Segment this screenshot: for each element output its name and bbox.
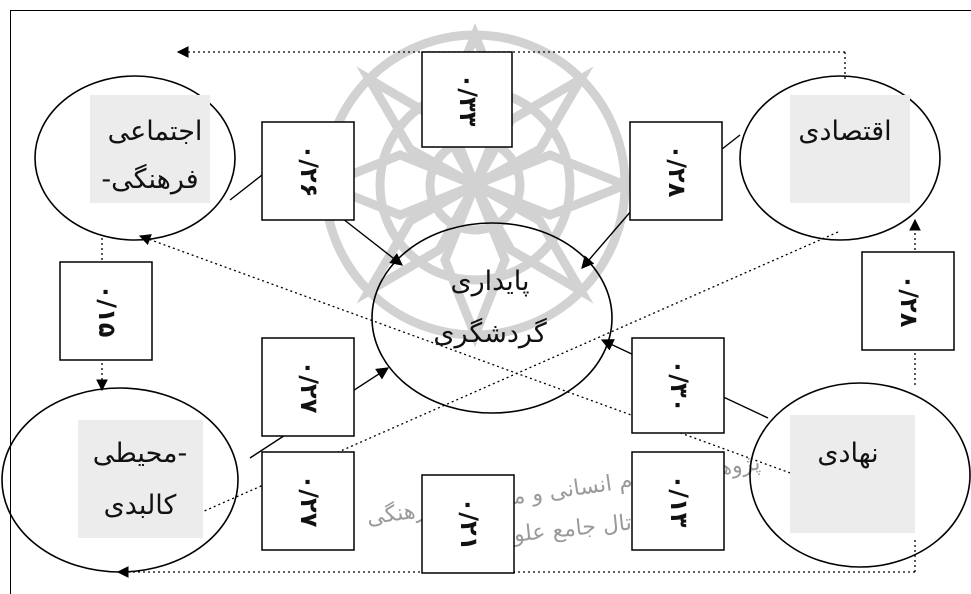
node-inst-line1: نهادی (817, 438, 878, 469)
label-bg-env (78, 420, 203, 538)
frame-left-border (10, 10, 11, 594)
arrow-social-to-center (337, 214, 403, 266)
coef-box-top (421, 51, 513, 148)
coef-social-center: ۰/۲۶ (295, 145, 323, 198)
coef-social-env: ۰/۱۵ (93, 285, 121, 338)
node-env-line2: کالبدی (104, 490, 177, 521)
label-bg-economic (790, 95, 910, 203)
node-center (371, 222, 613, 414)
node-economic (739, 75, 941, 241)
coef-env-econ: ۰/۲۷ (295, 475, 323, 528)
coef-box-inst-econ (861, 251, 955, 351)
label-bg-inst (790, 415, 915, 533)
coef-econ-center: ۰/۲۸ (663, 145, 691, 198)
coef-box-econ-center (629, 121, 723, 221)
frame-top-border (10, 10, 971, 11)
arrow-social-stub (229, 174, 263, 201)
coef-box-env-econ (261, 451, 355, 551)
node-social-cultural (34, 75, 236, 241)
coef-inst-center: ۰/۳۰ (665, 360, 693, 413)
node-env-line1: محیطی- (93, 438, 187, 469)
coef-box-env-center (261, 337, 355, 437)
coef-env-center: ۰/۲۷ (295, 361, 323, 414)
node-environmental (1, 387, 239, 573)
node-social-line2: -فرهنگی (101, 163, 198, 195)
node-social-line1: اجتماعی (108, 116, 203, 147)
node-economic-line1: اقتصادی (798, 116, 891, 147)
coef-box-social-env (59, 261, 153, 361)
node-center-line1: پایداری (450, 266, 529, 297)
coef-box-inst-social (631, 451, 725, 551)
coef-box-inst-center (631, 337, 725, 434)
coef-top: ۰/۳۳ (454, 74, 482, 127)
connector-env-to-econ (167, 231, 839, 528)
label-bg-social (90, 95, 210, 203)
coef-box-social-center (261, 121, 355, 221)
coef-box-bottom (421, 474, 515, 574)
node-center-line2: گردشگری (433, 317, 546, 349)
coef-inst-social: ۰/۱۳ (665, 475, 693, 528)
coef-bottom: ۰/۲۱ (455, 498, 483, 551)
arrow-econ-to-center (581, 209, 633, 269)
coef-inst-econ: ۰/۲۸ (895, 275, 923, 328)
node-institutional (749, 382, 971, 568)
